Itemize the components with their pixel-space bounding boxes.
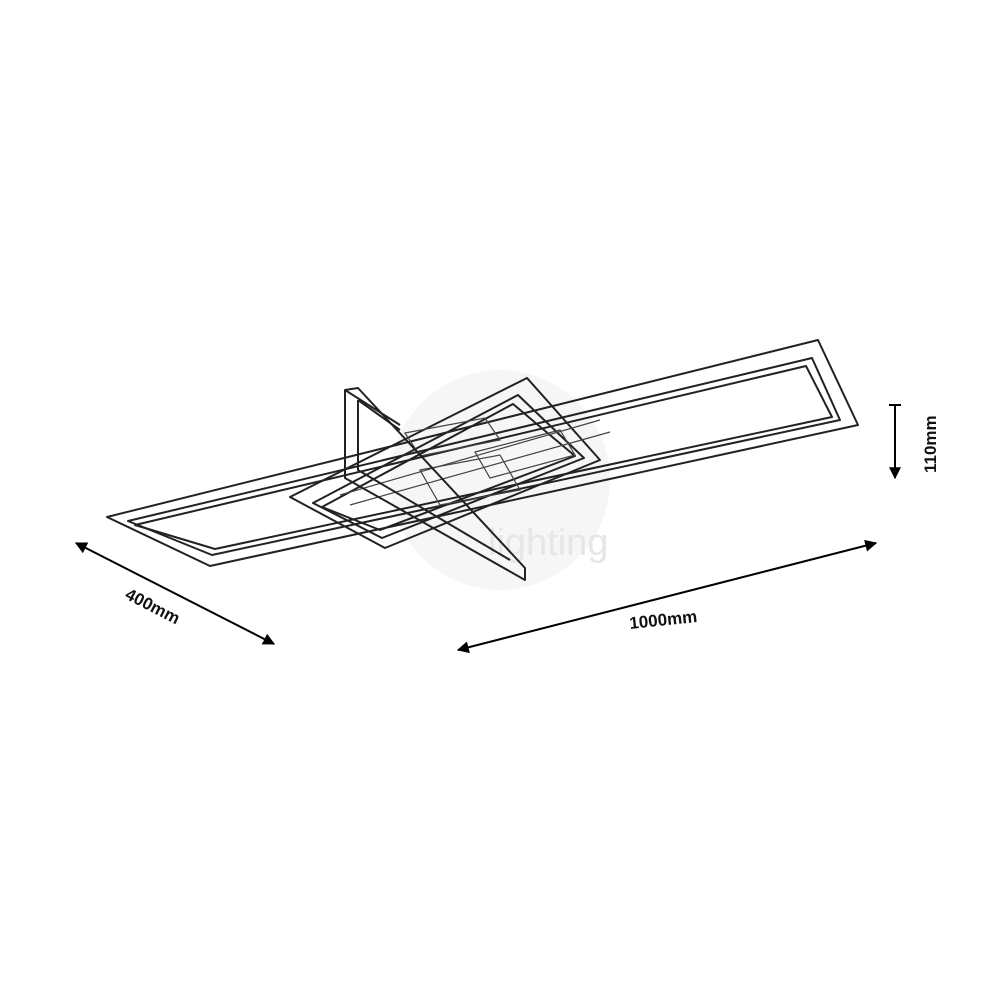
middle-frame: [289, 377, 601, 549]
watermark-logo: lighting: [390, 370, 610, 590]
width-arrow: [456, 539, 878, 654]
height-dimension: 110mm: [889, 404, 940, 480]
center-blocks: [339, 417, 611, 506]
depth-arrow: [74, 542, 276, 645]
width-label: 1000mm: [628, 607, 698, 633]
height-label: 110mm: [921, 415, 940, 473]
depth-label: 400mm: [122, 585, 183, 629]
